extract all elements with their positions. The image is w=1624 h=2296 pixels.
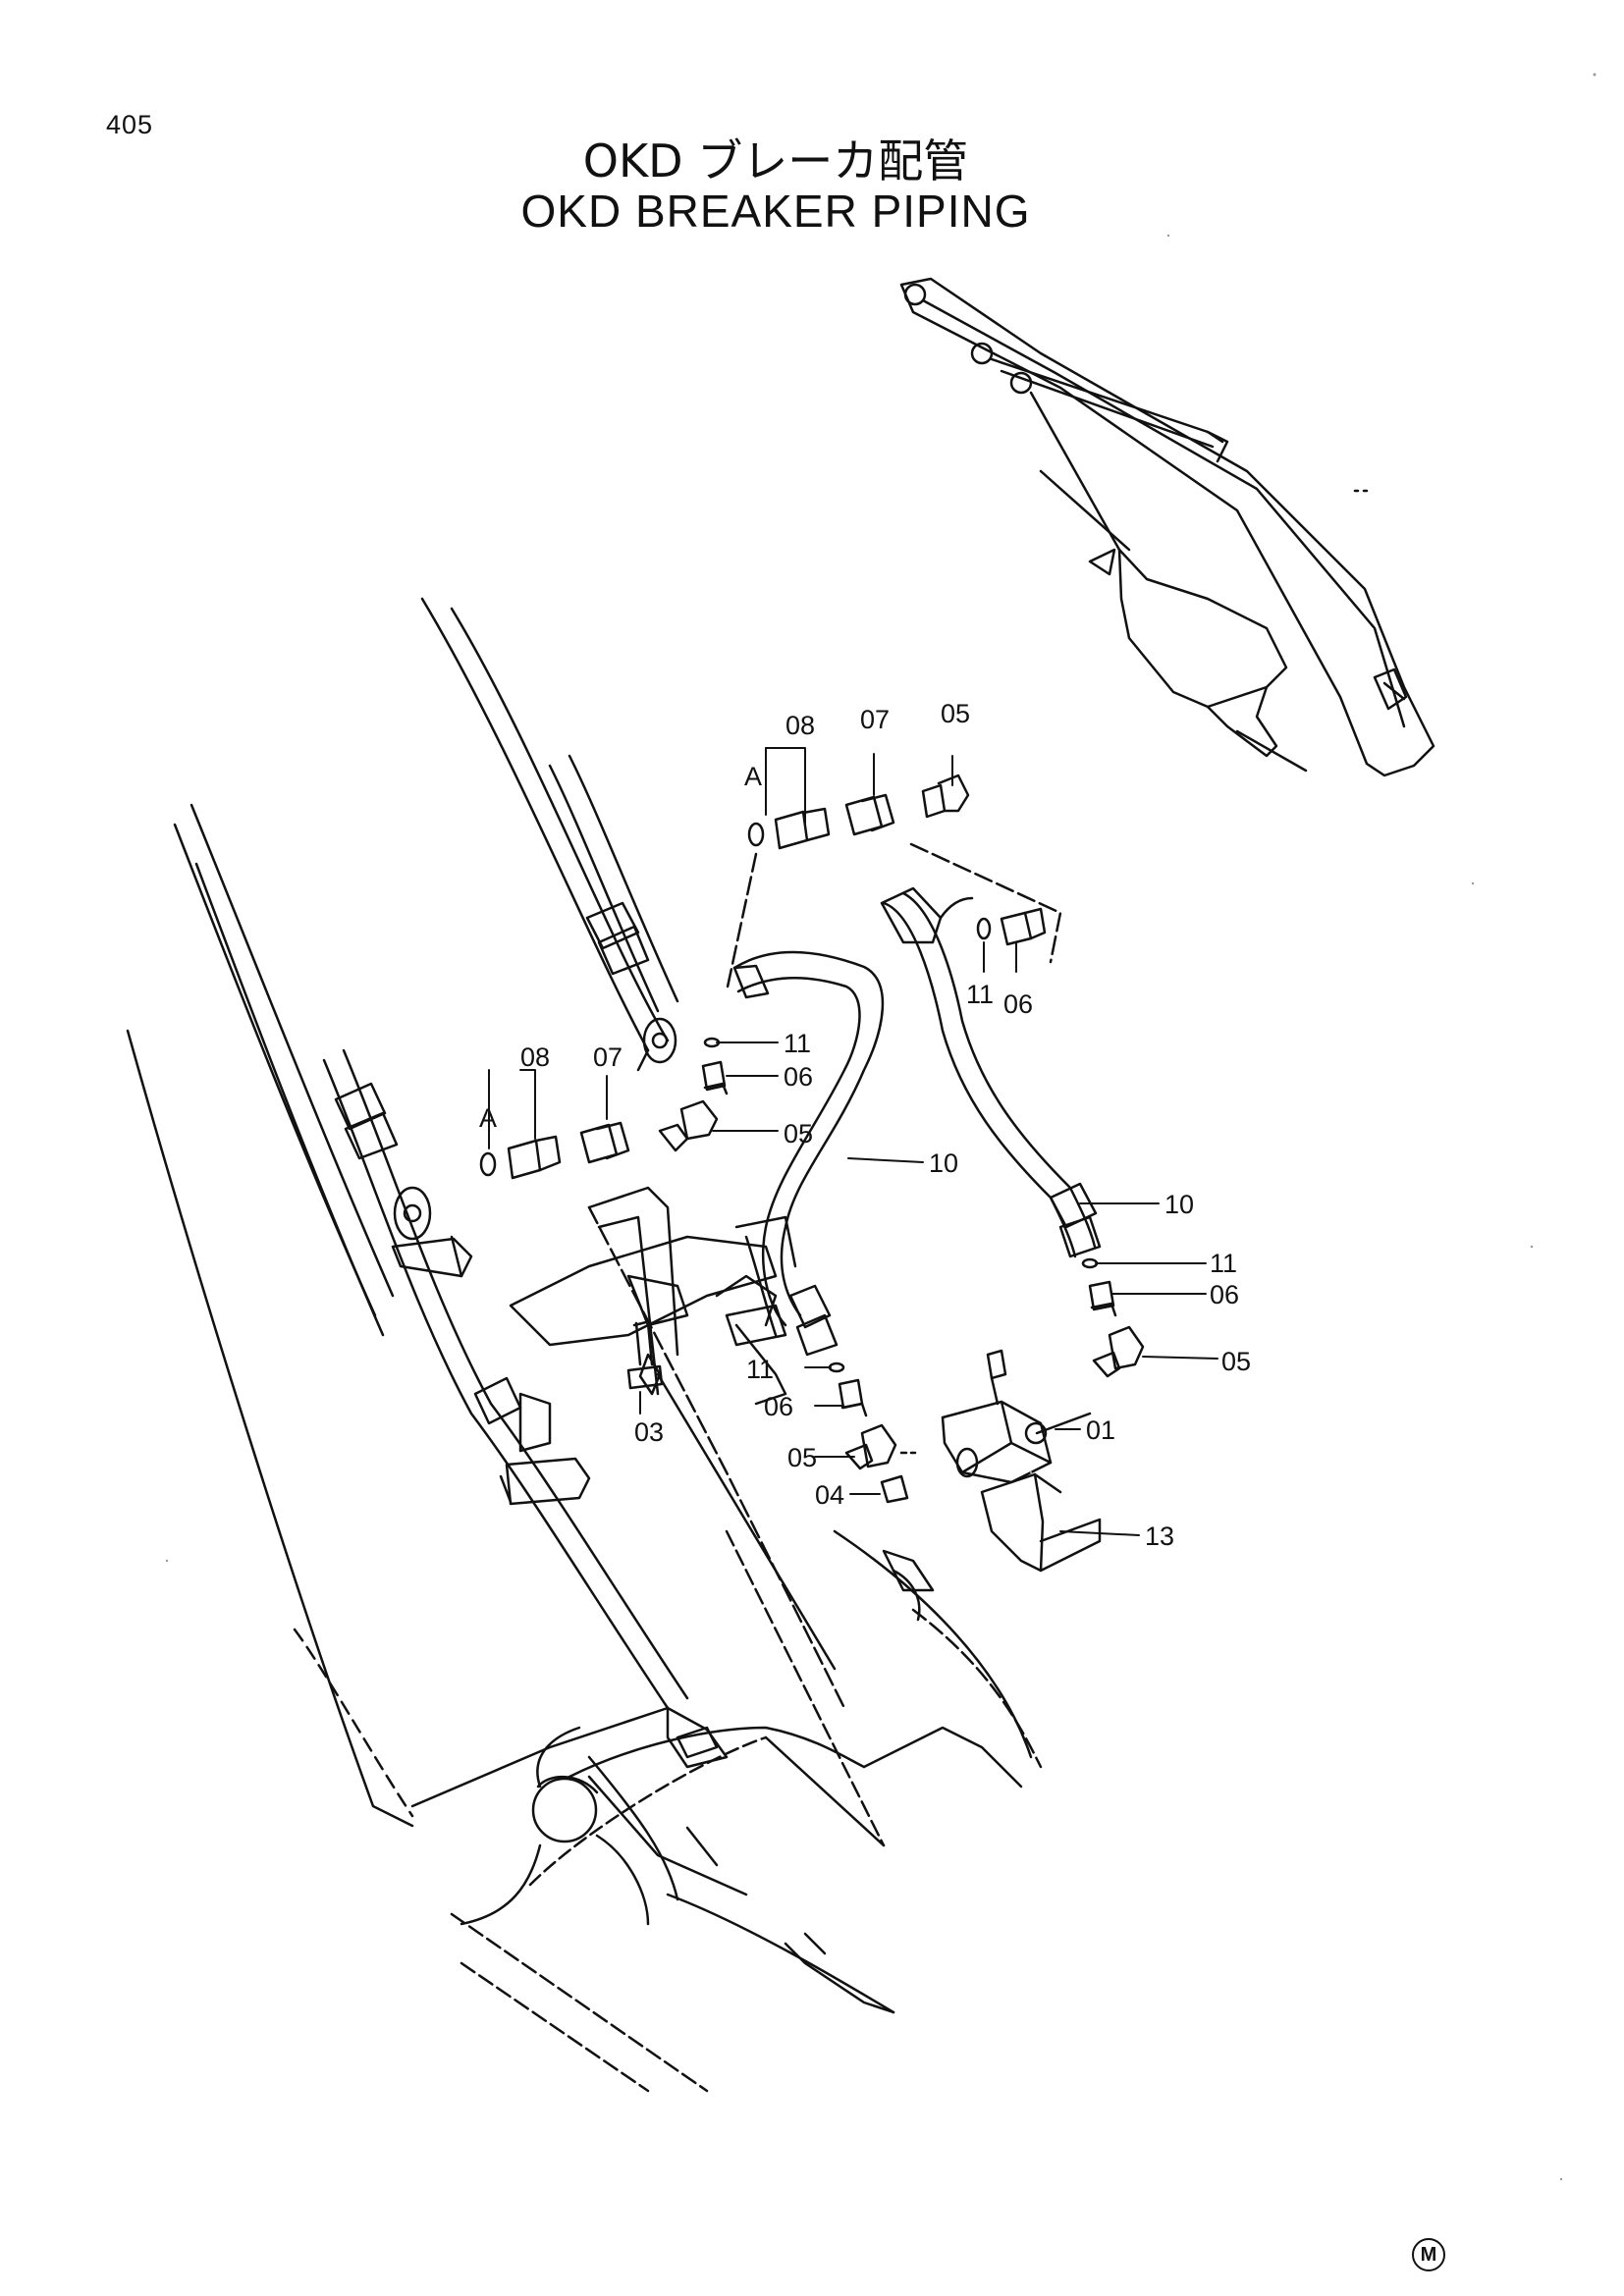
callout-left-A: A <box>479 1103 497 1133</box>
hose-10-left <box>732 950 885 1357</box>
callout-valve-01: 01 <box>1086 1415 1115 1445</box>
title-english: OKD BREAKER PIPING <box>520 186 1031 237</box>
valve-01 <box>941 1349 1092 1484</box>
callout-mid-05: 05 <box>784 1119 813 1148</box>
bracket-13 <box>980 1472 1102 1573</box>
lower-structure <box>410 1549 1023 2014</box>
callout-hose-10-left: 10 <box>929 1148 958 1178</box>
callout-upper-07: 07 <box>860 705 890 734</box>
callout-left-08: 08 <box>520 1042 550 1072</box>
left-pipe-line <box>322 1048 729 1769</box>
leader-lines <box>488 747 1218 1536</box>
callout-upper-08: 08 <box>785 711 815 740</box>
callout-mid-11: 11 <box>784 1029 811 1058</box>
right-fitting-11-06 <box>976 907 1047 946</box>
callout-right-11: 11 <box>1210 1249 1237 1278</box>
upper-fittings-row <box>725 774 1062 993</box>
callout-low-04: 04 <box>815 1480 844 1510</box>
callout-mid-06: 06 <box>784 1062 813 1092</box>
callout-left-07: 07 <box>593 1042 623 1072</box>
callout-bolt-03: 03 <box>634 1417 664 1447</box>
scan-specks <box>165 73 1597 2181</box>
left-fittings-row <box>479 1121 630 1180</box>
callout-upper-06: 06 <box>1003 989 1033 1019</box>
callout-right-06: 06 <box>1210 1280 1239 1309</box>
callout-upper-05: 05 <box>941 699 970 728</box>
callout-upper-A: A <box>744 762 762 791</box>
callout-low-11: 11 <box>746 1355 774 1384</box>
callout-upper-11: 11 <box>966 980 994 1009</box>
callout-low-06: 06 <box>764 1392 793 1421</box>
upper-pipe-line <box>548 754 679 1072</box>
page-number: 405 <box>106 110 154 139</box>
inset-arm-breaker <box>899 277 1435 777</box>
title-japanese: OKD ブレーカ配管 <box>582 134 969 187</box>
manufacturer-mark: M <box>1412 2238 1445 2271</box>
callout-bracket-13: 13 <box>1145 1522 1174 1551</box>
main-boom-outline <box>126 597 1043 2093</box>
bolt-03 <box>626 1319 664 1390</box>
mid-fittings <box>658 1037 729 1152</box>
callout-right-05: 05 <box>1221 1347 1251 1376</box>
callout-hose-10-right: 10 <box>1164 1190 1194 1219</box>
hose-10-right <box>880 886 1102 1258</box>
callout-labels: 08 07 05 A 11 06 11 06 05 08 07 A 10 10 … <box>479 699 1251 1551</box>
callout-low-05: 05 <box>787 1443 817 1472</box>
right-side-fittings <box>1081 1257 1145 1378</box>
